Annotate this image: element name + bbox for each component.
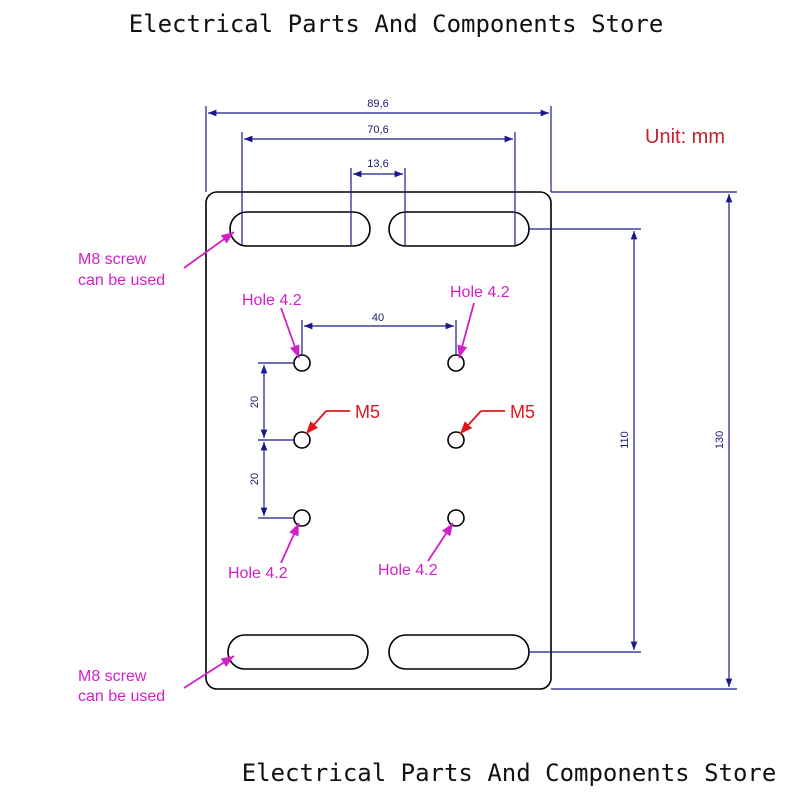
hole-bottom-left bbox=[293, 509, 311, 527]
dimension-total-width: 89,6 bbox=[205, 98, 552, 192]
dimension-hole-spacing-y-upper-value: 20 bbox=[249, 396, 261, 408]
callout-hole-bottom-left: Hole 4.2 bbox=[228, 522, 300, 582]
hole-bottom-left-label: Hole 4.2 bbox=[228, 565, 288, 582]
dimension-hole-spacing-x-value: 40 bbox=[372, 312, 384, 324]
dimension-hole-spacing-y: 20 20 bbox=[249, 362, 294, 519]
dimension-total-height-value: 130 bbox=[714, 431, 726, 449]
m8-top-line1: M8 screw bbox=[78, 251, 147, 268]
dimension-slot-gap: 13,6 bbox=[350, 158, 406, 245]
dimension-slot-vertical-value: 110 bbox=[619, 431, 631, 449]
hole-mid-right bbox=[447, 431, 465, 449]
callout-m5-right: M5 bbox=[459, 402, 535, 435]
m5-left-label: M5 bbox=[355, 402, 380, 422]
hole-top-right-label: Hole 4.2 bbox=[450, 284, 510, 301]
slot-bottom-right bbox=[388, 634, 530, 670]
m8-bottom-line2: can be used bbox=[78, 688, 165, 705]
dimension-slot-span-value: 70,6 bbox=[367, 124, 388, 136]
callout-m5-left: M5 bbox=[305, 402, 380, 435]
store-name-top: Electrical Parts And Components Store bbox=[129, 10, 664, 38]
hole-bottom-right bbox=[447, 509, 465, 527]
callout-hole-top-left: Hole 4.2 bbox=[242, 292, 302, 359]
hole-mid-left bbox=[293, 431, 311, 449]
dimension-hole-spacing-x: 40 bbox=[301, 312, 457, 355]
hole-bottom-right-label: Hole 4.2 bbox=[378, 562, 438, 579]
slot-bottom-left bbox=[227, 634, 369, 670]
dimension-hole-spacing-y-lower-value: 20 bbox=[249, 473, 261, 485]
slot-top-left bbox=[229, 211, 371, 247]
callout-hole-bottom-right: Hole 4.2 bbox=[378, 522, 454, 579]
dimension-total-width-value: 89,6 bbox=[367, 98, 388, 110]
hole-top-right bbox=[447, 354, 465, 372]
unit-label: Unit: mm bbox=[645, 126, 725, 148]
m8-top-line2: can be used bbox=[78, 272, 165, 289]
hole-top-left-label: Hole 4.2 bbox=[242, 292, 302, 309]
dimension-slot-gap-value: 13,6 bbox=[367, 158, 388, 170]
callout-hole-top-right: Hole 4.2 bbox=[450, 284, 510, 359]
callout-m8-bottom: M8 screw can be used bbox=[78, 655, 235, 705]
dimension-total-height: 130 bbox=[551, 191, 737, 690]
callout-m8-top: M8 screw can be used bbox=[78, 231, 235, 289]
m8-bottom-line1: M8 screw bbox=[78, 668, 147, 685]
m5-right-label: M5 bbox=[510, 402, 535, 422]
hole-top-left bbox=[293, 354, 311, 372]
dimension-slot-vertical: 110 bbox=[529, 228, 641, 653]
dimension-slot-span: 70,6 bbox=[241, 124, 516, 245]
plate-outline bbox=[205, 191, 552, 690]
slot-top-right bbox=[388, 211, 530, 247]
store-name-bottom: Electrical Parts And Components Store bbox=[242, 759, 777, 787]
